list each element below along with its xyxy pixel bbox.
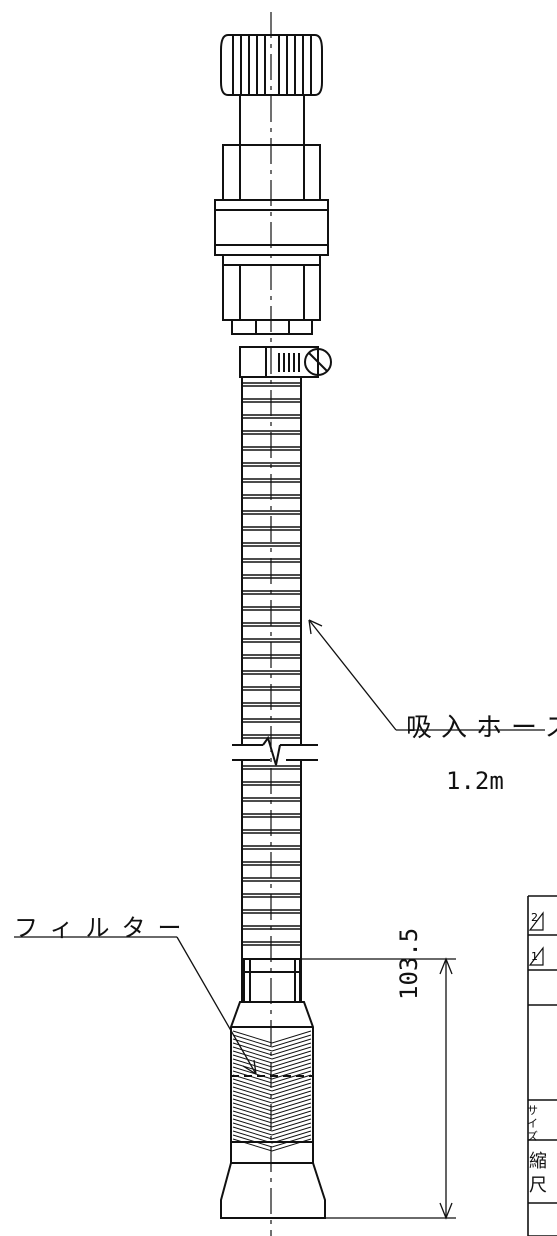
filter-mesh-line (232, 1058, 312, 1072)
revision-1-mark: 1 (531, 950, 538, 963)
revision-2-mark: 2 (531, 911, 538, 924)
filter-body (230, 1001, 314, 1164)
neck (239, 94, 305, 146)
title-block (527, 895, 557, 1236)
filter-mesh-line (232, 1094, 312, 1108)
filter-mesh-line (232, 1122, 312, 1136)
dimension-103-5 (300, 957, 456, 1220)
filter-label: フィルター (14, 914, 194, 942)
filter-mesh-line (232, 1034, 312, 1048)
knurled-cap (220, 34, 323, 96)
hose-length-label: 1.2m (446, 767, 504, 795)
break-symbol (232, 735, 318, 766)
scale-label: 縮尺 (529, 1151, 547, 1196)
filter-mesh-line (232, 1054, 312, 1068)
filter-mesh-line (232, 1114, 312, 1128)
filter-mesh-line (232, 1138, 312, 1152)
filter-mesh-line (232, 1038, 312, 1052)
filter-mesh-line (232, 1130, 312, 1144)
hose-clamp (239, 346, 332, 378)
filter-mesh-line (232, 1134, 312, 1148)
filter-mesh-line (232, 1086, 312, 1100)
hose-tube (241, 377, 302, 1002)
filter-base (220, 1162, 326, 1219)
leader-filter (14, 936, 257, 1075)
filter-mesh-line (232, 1046, 312, 1060)
filter-dimension-label: 103.5 (395, 927, 423, 1000)
filter-mesh-line (232, 1090, 312, 1104)
filter-mesh-line (232, 1106, 312, 1120)
size-label: サイズ (527, 1104, 538, 1143)
filter-mesh-line (232, 1066, 312, 1080)
filter-mesh-line (232, 1078, 312, 1092)
filter-mesh-line (232, 1050, 312, 1064)
filter-band (243, 958, 301, 1003)
filter-mesh-line (232, 1098, 312, 1112)
filter-mesh-line (232, 1030, 312, 1044)
filter-mesh-line (232, 1082, 312, 1096)
filter-mesh-line (232, 1126, 312, 1140)
filter-mesh-line (232, 1110, 312, 1124)
filter-mesh-line (232, 1118, 312, 1132)
filter-mesh-line (232, 1042, 312, 1056)
stem (231, 319, 313, 335)
hose-label: 吸入ホース (406, 713, 557, 743)
filter-mesh-line (232, 1062, 312, 1076)
filter-mesh-line (232, 1074, 312, 1088)
filter-mesh-line (232, 1102, 312, 1116)
leader-hose (308, 619, 545, 731)
